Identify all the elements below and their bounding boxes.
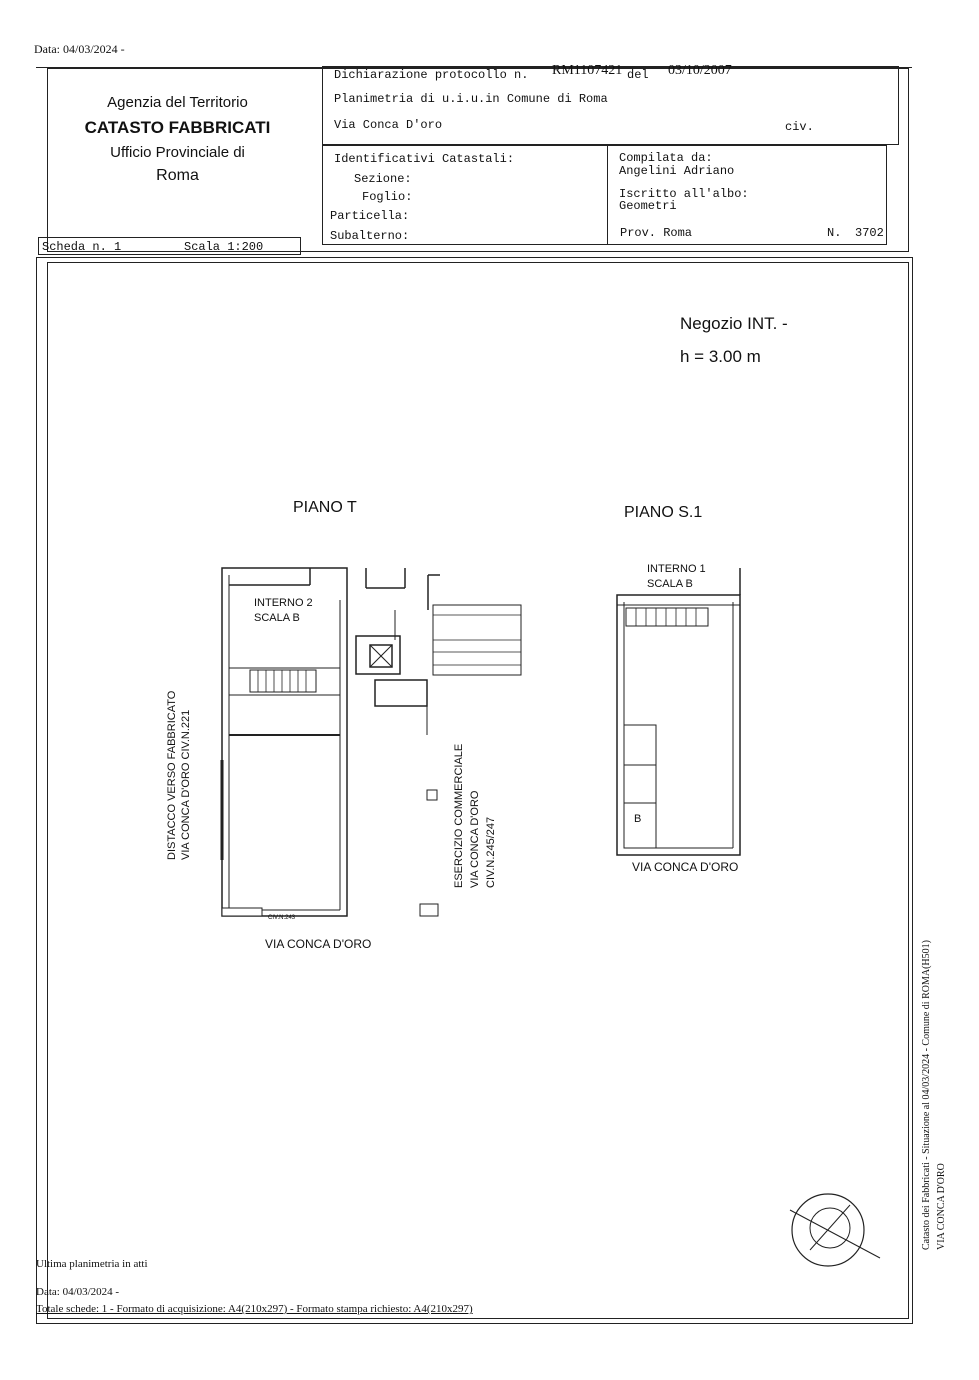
agency-line3: Ufficio Provinciale di [110,144,245,161]
civ-label: civ. [785,120,814,134]
piano-s1-scala: SCALA B [647,578,693,590]
right-margin-line1: Catasto dei Fabbricati - Situazione al 0… [921,940,932,1250]
piano-t-interno: INTERNO 2 [254,597,313,609]
piano-t-right-line2: VIA CONCA D'ORO [469,790,481,888]
piano-s1-walls [616,594,741,856]
piano-t-side-line2: VIA CONCA D'ORO CIV.N.221 [180,709,192,860]
north-arrow [791,1193,865,1267]
footer-date: Data: 04/03/2024 - [36,1286,120,1298]
piano-t-right-line1: ESERCIZIO COMMERCIALE [453,743,465,888]
identifiers-title: Identificativi Catastali: [334,152,515,166]
n-label: N. [827,226,842,240]
piano-t-civ-small: CIV.N.243 [268,915,296,921]
piano-s1-street: VIA CONCA D'ORO [632,860,739,874]
agency-line2: CATASTO FABBRICATI [84,118,271,137]
subalterno-label: Subalterno: [330,229,410,243]
piano-t-street: VIA CONCA D'ORO [265,937,372,951]
protocol-date: 03/10/2007 [668,63,732,78]
particella-label: Particella: [330,209,410,223]
piano-s1-title: PIANO S.1 [624,504,703,521]
piano-t-walls [221,567,348,917]
piano-t-title: PIANO T [293,499,357,516]
piano-t-scala: SCALA B [254,612,300,624]
piano-t-side-line1: DISTACCO VERSO FABBRICATO [166,690,178,860]
frame-top [36,67,912,68]
prov-label: Prov. Roma [620,226,693,240]
albo-label: Iscritto all'albo: [619,187,749,201]
piano-t-right-line3: CIV.N.245/247 [485,816,497,888]
albo-value: Geometri [619,199,677,213]
piano-s1-interno: INTERNO 1 [647,563,706,575]
n-value: 3702 [855,226,884,240]
footer-totals: Totale schede: 1 - Formato di acquisizio… [36,1303,473,1315]
top-date: Data: 04/03/2024 - [34,42,125,56]
inner-frame [47,262,909,1319]
footer-last: Ultima planimetria in atti [36,1258,148,1270]
unit-name: Negozio INT. - [680,314,788,333]
compiler-box [607,145,887,245]
compiler-name: Angelini Adriano [619,164,735,178]
right-margin-line2: VIA CONCA D'ORO [936,1163,947,1250]
compiler-label: Compilata da: [619,151,713,165]
scheda-box [38,237,301,255]
foglio-label: Foglio: [362,190,413,204]
main-frame [36,257,913,1324]
agency-line4: Roma [156,167,199,184]
unit-height: h = 3.00 m [680,347,761,366]
agency-line1: Agenzia del Territorio [107,94,248,111]
declaration-box [322,66,899,145]
scheda-label: Scheda n. 1 [42,240,122,254]
street-text: Via Conca D'oro [334,118,443,132]
protocol-number: RM1107421 [552,63,623,78]
piano-s1-b-label: B [634,813,642,825]
header-frame [47,68,909,252]
sezione-label: Sezione: [354,172,412,186]
del-label: del [627,68,649,82]
scheda-scale: Scala 1:200 [184,240,264,254]
planimetry-text: Planimetria di u.i.u.in Comune di Roma [334,92,608,106]
protocol-label: Dichiarazione protocollo n. [334,68,529,82]
